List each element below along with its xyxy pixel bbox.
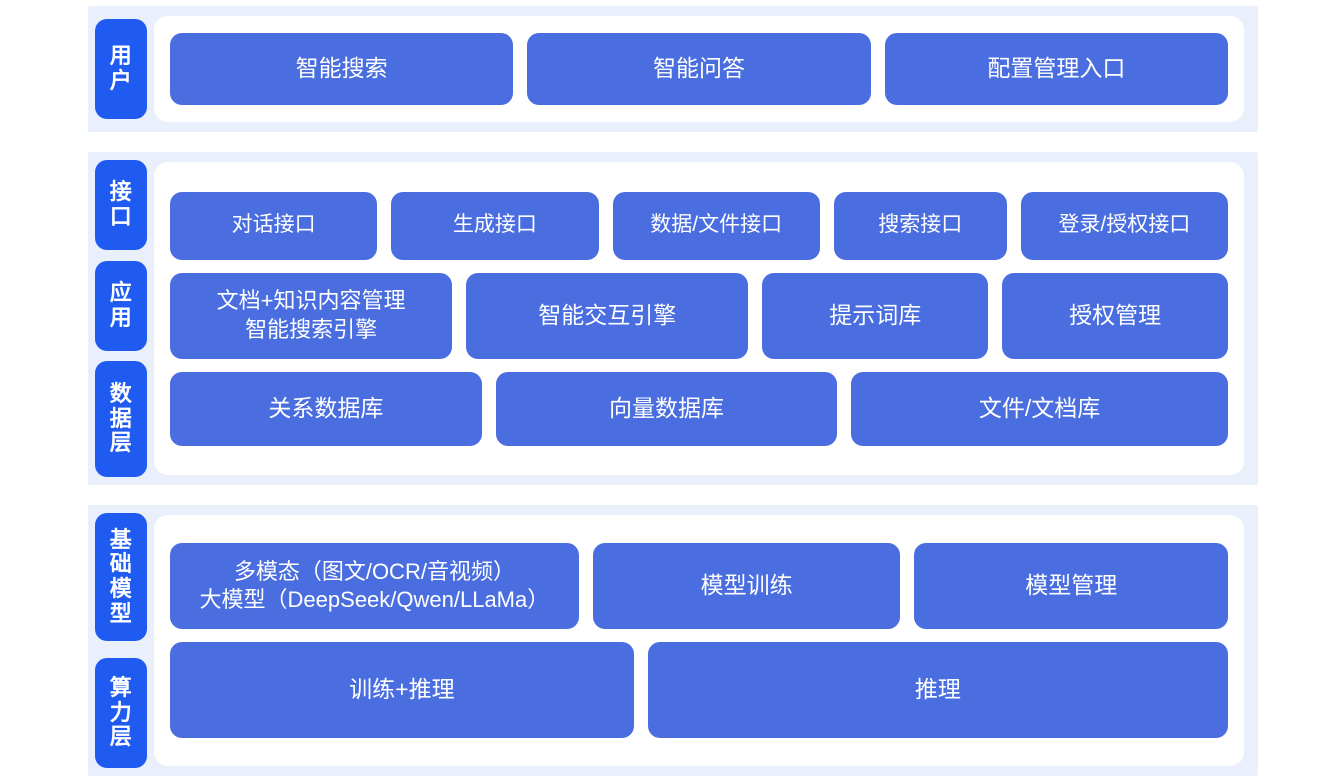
row-interface: 对话接口 生成接口 数据/文件接口 搜索接口 登录/授权接口: [170, 191, 1228, 260]
box-authorization-management[interactable]: 授权管理: [1002, 272, 1228, 359]
box-login-auth-interface[interactable]: 登录/授权接口: [1020, 191, 1228, 260]
box-prompt-library[interactable]: 提示词库: [762, 272, 989, 359]
row-foundation-model: 多模态（图文/OCR/音视频） 大模型（DeepSeek/Qwen/LLaMa）…: [170, 543, 1228, 629]
side-tab-compute[interactable]: 算力层: [95, 658, 147, 768]
box-multimodal-large-model[interactable]: 多模态（图文/OCR/音视频） 大模型（DeepSeek/Qwen/LLaMa）: [170, 543, 579, 629]
side-tab-column-infrastructure: 基础模型 算力层: [88, 505, 154, 776]
box-config-management-entry[interactable]: 配置管理入口: [884, 33, 1228, 105]
layer-band-user: 用户 智能搜索 智能问答 配置管理入口: [88, 6, 1258, 132]
box-data-file-interface[interactable]: 数据/文件接口: [612, 191, 820, 260]
box-generation-interface[interactable]: 生成接口: [391, 191, 599, 260]
layer-band-infrastructure: 基础模型 算力层 多模态（图文/OCR/音视频） 大模型（DeepSeek/Qw…: [88, 505, 1258, 776]
box-search-interface[interactable]: 搜索接口: [833, 191, 1007, 260]
box-file-document-store[interactable]: 文件/文档库: [851, 371, 1228, 446]
side-tab-interface-label: 接口: [109, 179, 133, 229]
box-model-management[interactable]: 模型管理: [914, 543, 1228, 629]
row-application: 文档+知识内容管理 智能搜索引擎 智能交互引擎 提示词库 授权管理: [170, 272, 1228, 359]
side-tab-data[interactable]: 数据层: [95, 361, 147, 477]
side-tab-compute-label: 算力层: [109, 675, 133, 750]
box-smart-qa[interactable]: 智能问答: [527, 33, 871, 105]
box-training-inference[interactable]: 训练+推理: [170, 642, 634, 738]
side-tab-interface[interactable]: 接口: [95, 160, 147, 250]
box-document-knowledge-management[interactable]: 文档+知识内容管理 智能搜索引擎: [170, 272, 453, 359]
layer-card-platform: 对话接口 生成接口 数据/文件接口 搜索接口 登录/授权接口 文档+知识内容管理…: [154, 162, 1244, 475]
side-tab-data-label: 数据层: [109, 381, 133, 456]
side-tab-application-label: 应用: [109, 279, 133, 330]
side-tab-application[interactable]: 应用: [95, 260, 147, 351]
side-tab-foundation-model-label: 基础模型: [109, 526, 133, 626]
box-inference[interactable]: 推理: [647, 642, 1228, 738]
side-tab-column-platform: 接口 应用 数据层: [88, 152, 154, 485]
row-compute: 训练+推理 推理: [170, 642, 1228, 738]
side-tab-user[interactable]: 用户: [95, 19, 147, 119]
box-relational-database[interactable]: 关系数据库: [170, 371, 482, 446]
row-user: 智能搜索 智能问答 配置管理入口: [170, 33, 1228, 105]
side-tab-column-user: 用户: [88, 6, 154, 132]
box-smart-search[interactable]: 智能搜索: [170, 33, 514, 105]
layer-band-platform: 接口 应用 数据层 对话接口 生成接口 数据/文件接口 搜索接口 登录/授权接口…: [88, 152, 1258, 485]
side-tab-user-label: 用户: [109, 43, 133, 93]
layer-card-user: 智能搜索 智能问答 配置管理入口: [154, 16, 1244, 122]
box-vector-database[interactable]: 向量数据库: [495, 371, 838, 446]
layer-card-infrastructure: 多模态（图文/OCR/音视频） 大模型（DeepSeek/Qwen/LLaMa）…: [154, 515, 1244, 766]
box-dialog-interface[interactable]: 对话接口: [170, 191, 378, 260]
row-data: 关系数据库 向量数据库 文件/文档库: [170, 371, 1228, 446]
side-tab-foundation-model[interactable]: 基础模型: [95, 513, 147, 641]
box-model-training[interactable]: 模型训练: [592, 543, 901, 629]
box-smart-interaction-engine[interactable]: 智能交互引擎: [466, 272, 749, 359]
